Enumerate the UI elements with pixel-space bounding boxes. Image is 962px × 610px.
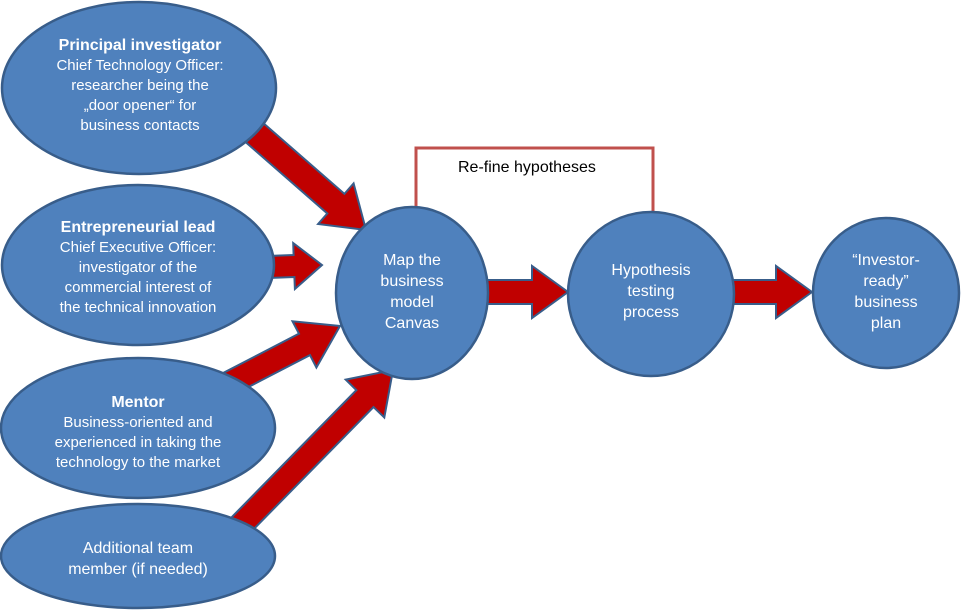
process-map-canvas: Map the business model Canvas	[380, 252, 444, 332]
role-ellipse-principal	[0, 0, 278, 176]
arrow-additional-to-map	[225, 368, 395, 540]
role-description: Business-oriented and experienced in tak…	[54, 414, 222, 471]
role-ellipse-entrepreneurial	[0, 183, 276, 347]
role-ellipse-mentor	[0, 356, 277, 500]
arrow-entrepreneurial-to-map	[266, 241, 324, 292]
role-principal-investigator: Principal investigator Chief Technology …	[20, 36, 260, 136]
process-investor-ready-plan: “Investor- ready” business plan	[852, 252, 920, 332]
role-title: Principal investigator	[58, 37, 222, 54]
arrow-map-to-hypothesis	[486, 264, 570, 320]
process-hypothesis-testing: Hypothesis testing process	[611, 262, 691, 321]
process-ellipse-hypothesis	[566, 210, 736, 378]
role-description: Chief Executive Officer: investigator of…	[59, 239, 217, 316]
role-mentor: Mentor Business-oriented and experienced…	[18, 393, 258, 473]
role-title: Mentor	[111, 394, 165, 411]
role-title: Entrepreneurial lead	[60, 219, 216, 236]
arrow-hypothesis-to-investor	[732, 264, 814, 320]
arrow-mentor-to-map	[221, 320, 342, 397]
role-entrepreneurial-lead: Entrepreneurial lead Chief Executive Off…	[18, 218, 258, 318]
role-description: Chief Technology Officer: researcher bei…	[56, 57, 224, 134]
refine-hypotheses-label: Re-fine hypotheses	[458, 159, 596, 176]
refine-loop-connector	[414, 146, 655, 224]
role-ellipse-additional	[0, 502, 277, 610]
role-additional-member: Additional team member (if needed)	[68, 540, 208, 578]
process-ellipse-map	[334, 205, 490, 381]
process-ellipse-investor	[811, 216, 961, 370]
